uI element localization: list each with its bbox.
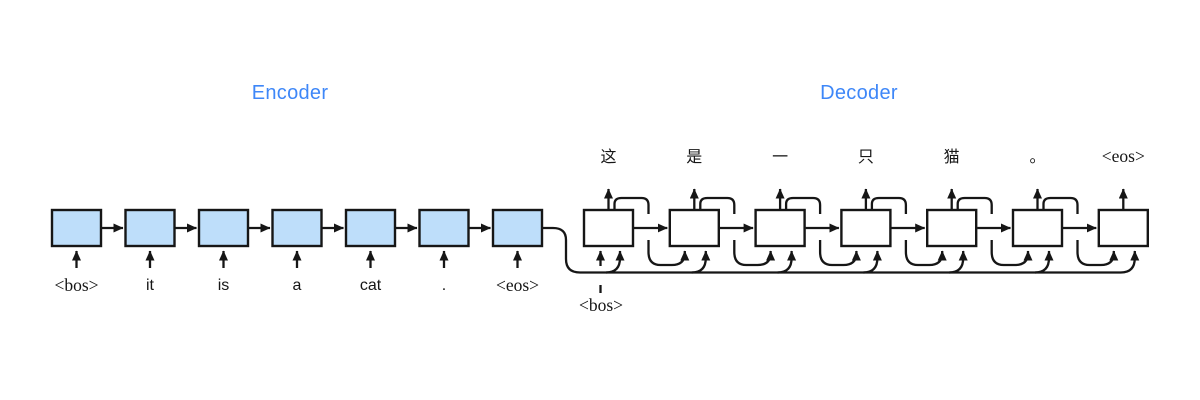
- encoder-cell: [418, 208, 470, 248]
- decoder-cell: [1011, 208, 1064, 248]
- encoder-input-label: a: [292, 277, 302, 294]
- encoder-cell: [271, 208, 323, 248]
- context-branch-arrow: [605, 250, 625, 274]
- encoder-cell: [197, 208, 250, 248]
- encoder-cell: [344, 208, 397, 248]
- encoder-cell: [491, 208, 544, 248]
- encoder-cell: [124, 208, 176, 248]
- decoder-title: Decoder: [820, 82, 898, 104]
- decoder-cell: [1097, 208, 1150, 248]
- decoder-output-label: 。: [1029, 147, 1046, 166]
- encoder-input-label: cat: [359, 277, 382, 294]
- decoder-output-label: <eos>: [1101, 146, 1145, 166]
- decoder-feedback-loop: [613, 196, 685, 267]
- encoder-title: Encoder: [251, 82, 329, 104]
- decoder-output-label: 这: [600, 147, 617, 166]
- context-branch-arrow: [777, 250, 797, 274]
- encoder-input-label: it: [146, 277, 154, 294]
- decoder-output-label: 只: [857, 147, 874, 166]
- encoder-cell: [50, 208, 103, 248]
- decoder-cell: [926, 208, 978, 248]
- decoder-feedback-loop: [870, 196, 942, 267]
- encoder-input-label: .: [441, 277, 447, 294]
- encoder-input-label: <eos>: [495, 275, 540, 295]
- context-branch-arrow: [949, 250, 968, 274]
- context-branch-arrow: [863, 250, 882, 274]
- decoder-output-label: 一: [772, 147, 789, 166]
- context-branch-arrow: [1034, 250, 1054, 274]
- context-branch-arrow: [691, 250, 711, 274]
- encoder-input-label: <bos>: [54, 275, 99, 295]
- decoder-bos-label: <bos>: [578, 295, 624, 315]
- decoder-cell: [840, 208, 892, 248]
- decoder-cell: [754, 208, 806, 248]
- context-vector-line: [542, 226, 1140, 274]
- decoder-feedback-loop: [784, 196, 856, 267]
- decoder-cell: [582, 208, 635, 248]
- decoder-output-label: 是: [686, 147, 703, 166]
- encoder-input-label: is: [217, 277, 230, 294]
- decoder-output-label: 猫: [943, 147, 960, 166]
- decoder-feedback-loop: [956, 196, 1028, 267]
- decoder-feedback-loop: [699, 196, 770, 267]
- decoder-feedback-loop: [1042, 196, 1114, 267]
- decoder-cell: [668, 208, 720, 248]
